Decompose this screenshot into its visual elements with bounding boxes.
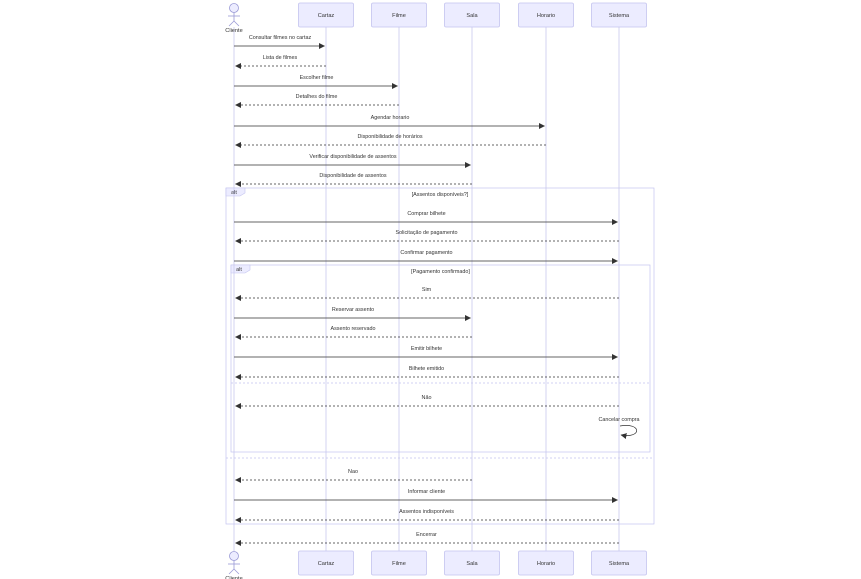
message-label: Nao	[348, 469, 358, 475]
participant-box	[444, 550, 500, 576]
participant-filme-top: Filme	[371, 2, 427, 28]
participant-sala-bottom: Sala	[444, 550, 500, 576]
participant-label: Sala	[466, 13, 478, 19]
participant-sala-top: Sala	[444, 2, 500, 28]
message-label: Escolher filme	[300, 75, 334, 81]
message-label: Verificar disponibilidade de assentos	[309, 154, 397, 160]
message-arrow	[619, 425, 637, 439]
message-reservar-assento: Reservar assento	[234, 307, 471, 321]
message-label: Disponibilidade de assentos	[319, 173, 386, 179]
participant-horario-bottom: Horario	[518, 550, 574, 576]
message-consultar-filmes-no-cartaz: Consultar filmes no cartaz	[234, 35, 325, 49]
message-detalhes-do-filme: Detalhes do filme	[235, 94, 399, 108]
message-label: Assento reservado	[331, 326, 376, 332]
alt-tag	[230, 264, 251, 274]
message-nao: Nao	[235, 469, 472, 483]
participant-sistema-top: Sistema	[591, 2, 647, 28]
participant-label: Horario	[537, 13, 555, 19]
message-assento-reservado: Assento reservado	[235, 326, 472, 340]
participant-label: Cartaz	[318, 561, 335, 567]
participant-box	[298, 550, 354, 576]
alt-fragment: alt [Assentos disponíveis?]	[225, 187, 655, 525]
message-label: Encerrar	[416, 532, 437, 538]
actor-leg-icon	[233, 568, 240, 575]
message-emitir-bilhete: Emitir bilhete	[234, 346, 618, 360]
participant-horario-top: Horario	[518, 2, 574, 28]
participant-box	[371, 550, 427, 576]
message-label: Cancelar compra	[598, 417, 639, 423]
message-informar-cliente: Informar cliente	[234, 489, 618, 503]
message-escolher-filme: Escolher filme	[234, 75, 398, 89]
participant-box	[298, 2, 354, 28]
alt-fragment: alt [Pagamento confirmado]	[230, 264, 651, 453]
message-label: Não	[422, 395, 432, 401]
participant-box	[371, 2, 427, 28]
message-nao: Não	[235, 395, 619, 409]
participant-cliente-top: Cliente	[225, 3, 243, 34]
actor-head-icon	[229, 3, 239, 13]
message-label: Detalhes do filme	[296, 94, 338, 100]
message-label: Disponibilidade de horários	[357, 134, 422, 140]
actor-leg-icon	[228, 568, 235, 575]
participant-box	[444, 2, 500, 28]
message-label: Assentos indisponíveis	[399, 509, 454, 515]
message-disponibilidade-de-horarios: Disponibilidade de horários	[235, 134, 546, 148]
message-confirmar-pagamento: Confirmar pagamento	[234, 250, 618, 264]
message-sim: Sim	[235, 287, 619, 301]
participant-label: Cliente	[225, 28, 242, 34]
message-label: Bilhete emitido	[409, 366, 444, 372]
participant-label: Filme	[392, 561, 406, 567]
participant-box	[518, 550, 574, 576]
alt-fragment-border	[225, 187, 655, 525]
participant-label: Sistema	[609, 13, 630, 19]
message-verificar-disponibilidade-de-assentos: Verificar disponibilidade de assentos	[234, 154, 471, 168]
message-label: Reservar assento	[332, 307, 374, 313]
participant-label: Sala	[466, 561, 478, 567]
actor-leg-icon	[228, 20, 235, 27]
message-bilhete-emitido: Bilhete emitido	[235, 366, 619, 380]
message-lista-de-filmes: Lista de filmes	[235, 55, 326, 69]
message-label: Solicitação de pagamento	[395, 230, 457, 236]
message-comprar-bilhete: Comprar bilhete	[234, 211, 618, 225]
actor-leg-icon	[233, 20, 240, 27]
participant-filme-bottom: Filme	[371, 550, 427, 576]
participant-box	[591, 2, 647, 28]
message-label: Confirmar pagamento	[400, 250, 452, 256]
message-encerrar: Encerrar	[235, 532, 619, 546]
participant-sistema-bottom: Sistema	[591, 550, 647, 576]
message-agendar-horario: Agendar horario	[234, 115, 545, 129]
alt-condition: [Pagamento confirmado]	[411, 269, 470, 275]
message-label: Emitir bilhete	[411, 346, 442, 352]
participant-box	[591, 550, 647, 576]
participant-label: Cartaz	[318, 13, 335, 19]
alt-fragment-border	[230, 264, 651, 453]
message-label: Sim	[422, 287, 432, 293]
alt-tag	[225, 187, 246, 197]
participant-label: Cliente	[225, 576, 242, 579]
participant-label: Filme	[392, 13, 406, 19]
message-label: Comprar bilhete	[407, 211, 445, 217]
alt-condition: [Assentos disponíveis?]	[412, 192, 469, 198]
message-disponibilidade-de-assentos: Disponibilidade de assentos	[235, 173, 472, 187]
message-assentos-indisponiveis: Assentos indisponíveis	[235, 509, 619, 523]
participant-cartaz-top: Cartaz	[298, 2, 354, 28]
participant-label: Horario	[537, 561, 555, 567]
message-cancelar-compra: Cancelar compra	[598, 417, 640, 439]
participant-cartaz-bottom: Cartaz	[298, 550, 354, 576]
actor-head-icon	[229, 551, 239, 561]
message-label: Agendar horario	[371, 115, 410, 121]
participant-cliente-bottom: Cliente	[225, 551, 243, 579]
message-solicitacao-de-pagamento: Solicitação de pagamento	[235, 230, 619, 244]
participant-label: Sistema	[609, 561, 630, 567]
participant-box	[518, 2, 574, 28]
message-label: Informar cliente	[408, 489, 445, 495]
message-label: Lista de filmes	[263, 55, 298, 61]
alt-tag-label: alt	[236, 267, 242, 273]
message-label: Consultar filmes no cartaz	[249, 35, 312, 41]
